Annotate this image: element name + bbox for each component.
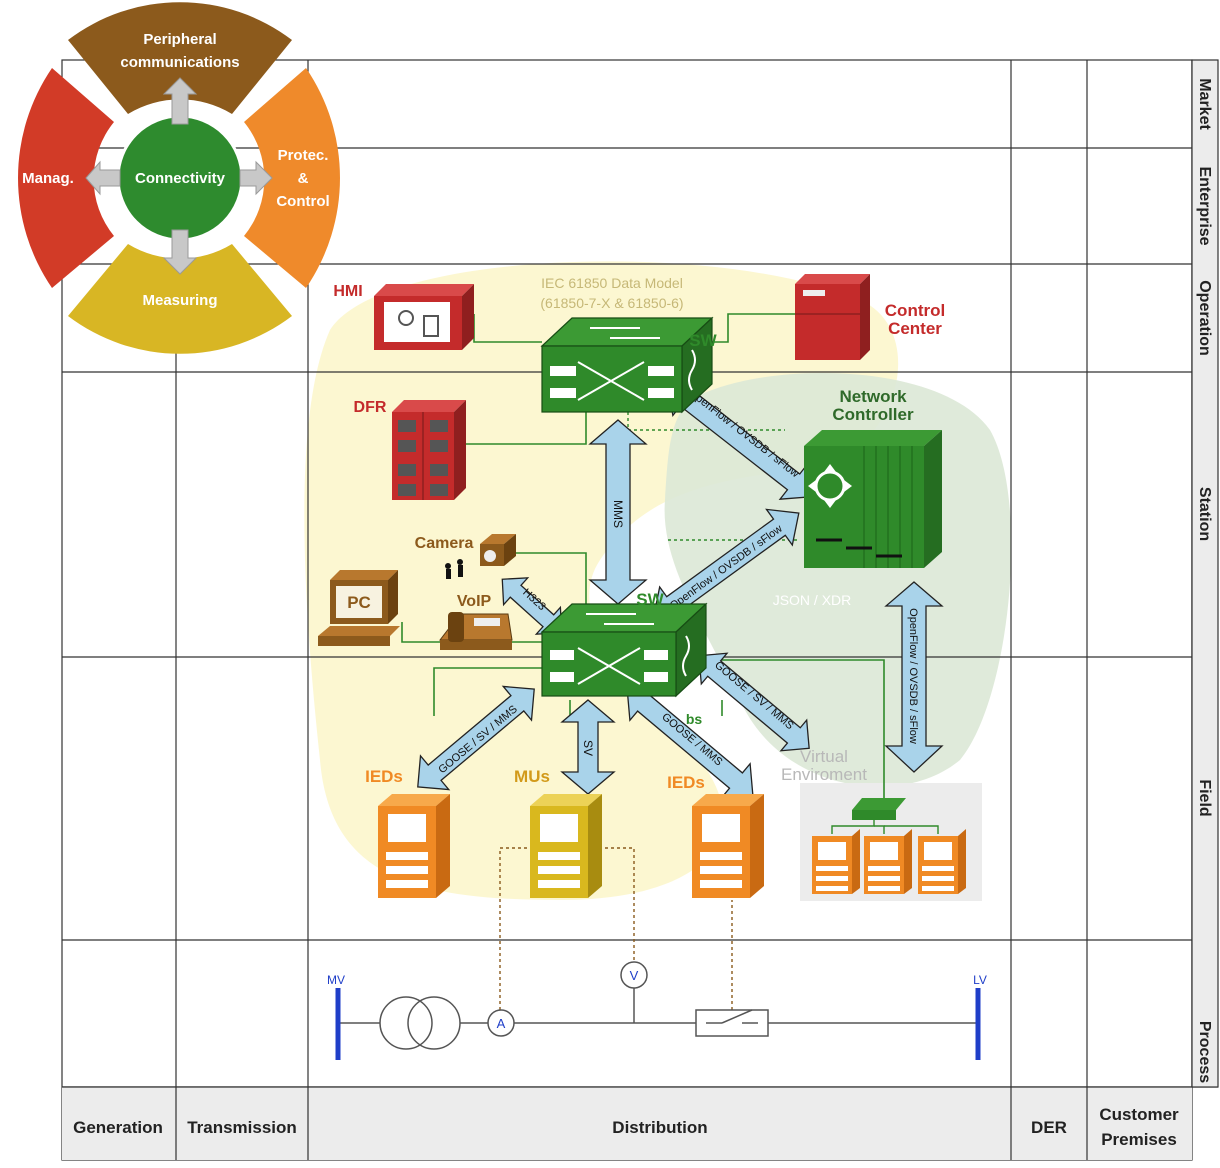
- ammeter-symbol: [487, 1009, 515, 1037]
- virtual-env-label-2: Enviroment: [781, 765, 867, 784]
- zone-enterprise: Enterprise: [1196, 166, 1213, 245]
- zone-field: Field: [1196, 779, 1213, 816]
- wheel-arrow-down-icon: [162, 229, 198, 275]
- zone-operation: Operation: [1196, 280, 1213, 356]
- wheel-top-label-2: communications: [120, 54, 239, 71]
- domain-customer-premises-1: Customer: [1099, 1105, 1179, 1124]
- virtual-links: [831, 820, 939, 834]
- wheel-arrow-left-icon: [85, 160, 121, 196]
- switch-top: [540, 316, 714, 414]
- sv-label: SV: [581, 740, 595, 756]
- goose-virtual-arrow-icon: [698, 652, 810, 752]
- wheel-arrow-right-icon: [239, 160, 273, 196]
- wheel-right-label-1: Protec.: [278, 147, 329, 164]
- voltmeter-symbol: [620, 961, 648, 989]
- network-controller-label-2: Controller: [832, 405, 914, 424]
- voltmeter-label: V: [630, 968, 639, 983]
- pc-label: PC: [347, 593, 371, 612]
- network-controller-device: [804, 430, 942, 568]
- connectivity-wheel: Peripheral communications Manag. Protec.…: [18, 2, 340, 354]
- control-center-device: [795, 274, 870, 360]
- ied-left-device: [378, 794, 450, 898]
- dfr-device: [392, 400, 466, 500]
- wheel-arrow-up-icon: [162, 77, 198, 125]
- ammeter-label: A: [497, 1016, 506, 1031]
- zone-process: Process: [1196, 1021, 1213, 1083]
- voip-label: VoIP: [457, 593, 492, 610]
- mms-label: MMS: [611, 500, 625, 528]
- hmi-device: [374, 284, 474, 350]
- virtual-env-label-1: Virtual: [800, 747, 848, 766]
- switch-top-label: SW: [689, 331, 717, 350]
- mu-device: [530, 794, 602, 898]
- wheel-right-label-3: Control: [276, 193, 329, 210]
- control-center-label-2: Center: [888, 319, 942, 338]
- virtual-ied-2: [864, 829, 912, 894]
- wheel-bottom-label: Measuring: [142, 292, 217, 309]
- mv-label: MV: [327, 973, 345, 987]
- virtual-ied-1: [812, 829, 860, 894]
- ied-left-label: IEDs: [365, 767, 403, 786]
- goose-left-arrow-icon: [417, 685, 535, 791]
- zone-market: Market: [1196, 78, 1213, 130]
- process-line: [338, 988, 978, 1050]
- domain-der: DER: [1031, 1118, 1067, 1137]
- wheel-segment-left: [18, 68, 114, 288]
- data-model-title-1: IEC 61850 Data Model: [541, 275, 683, 291]
- domain-generation: Generation: [73, 1118, 163, 1137]
- wheel-top-label-1: Peripheral: [143, 31, 216, 48]
- wheel-segment-right: [244, 68, 340, 288]
- virtual-ied-3: [918, 829, 966, 894]
- voip-device: [438, 612, 513, 650]
- switch-bottom: [540, 602, 708, 698]
- network-controller-label-1: Network: [839, 387, 907, 406]
- bs-label: bs: [686, 711, 703, 727]
- hmi-label: HMI: [333, 283, 362, 300]
- wheel-right-label-2: &: [298, 170, 309, 187]
- openflow-vertical-arrow-icon: [884, 581, 944, 773]
- domain-strip: [62, 1087, 1192, 1160]
- pc-device: [318, 570, 400, 646]
- process-links: [499, 847, 733, 1010]
- mu-label: MUs: [514, 767, 550, 786]
- wheel-segment-top: [68, 2, 292, 115]
- data-model-title-2: (61850-7-X & 61850-6): [540, 295, 683, 311]
- control-center-label-1: Control: [885, 301, 945, 320]
- wheel-left-label: Manag.: [22, 170, 74, 187]
- camera-device: [445, 534, 516, 579]
- zone-strip: [1191, 59, 1219, 1088]
- domain-distribution: Distribution: [612, 1118, 707, 1137]
- virtual-switch: [852, 798, 906, 820]
- json-xdr-label: JSON / XDR: [773, 592, 852, 608]
- ied-right-device: [692, 794, 764, 898]
- wheel-center-label: Connectivity: [135, 170, 226, 187]
- domain-transmission: Transmission: [187, 1118, 297, 1137]
- lv-label: LV: [973, 973, 987, 987]
- domain-customer-premises-2: Premises: [1101, 1130, 1177, 1149]
- camera-label: Camera: [415, 535, 474, 552]
- openflow-vertical-label: OpenFlow / OVSDB / sFlow: [907, 608, 919, 744]
- switch-bottom-label: SW: [636, 590, 664, 609]
- zone-station: Station: [1196, 487, 1213, 541]
- dfr-label: DFR: [354, 399, 387, 416]
- wheel-segment-bottom: [68, 244, 292, 354]
- ied-right-label: IEDs: [667, 773, 705, 792]
